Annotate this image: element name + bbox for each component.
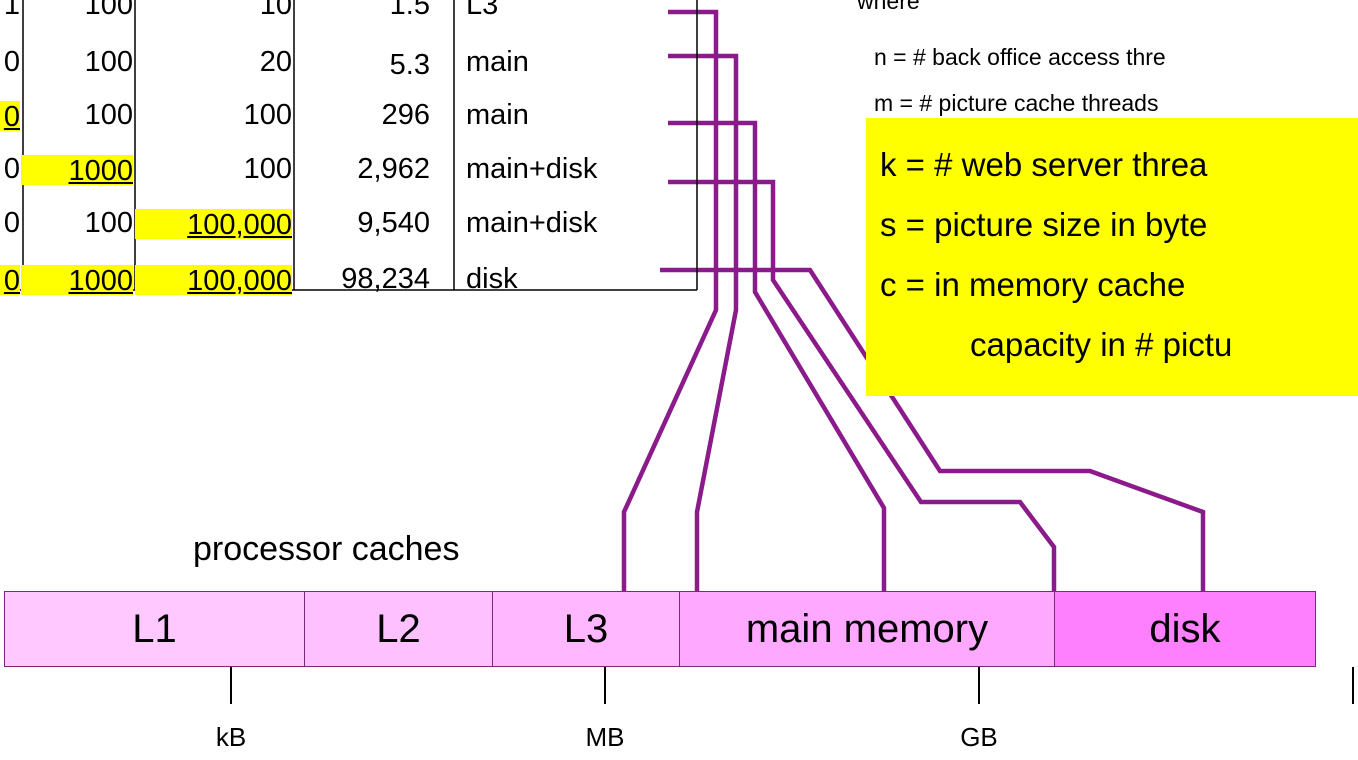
table-cell-c3: 2,962 xyxy=(290,152,430,186)
table-cell-c2: 100 xyxy=(135,98,292,132)
legend-c-definition: c = in memory cache xyxy=(880,266,1186,303)
table-cell-text: 0 xyxy=(3,101,20,133)
table-cell-text: 100,000 xyxy=(187,209,292,241)
segment-l1-label: L1 xyxy=(132,606,177,651)
connector-row3-main xyxy=(668,120,887,591)
table-cell-text: 1000 xyxy=(68,155,133,187)
segment-disk-label: disk xyxy=(1149,606,1221,651)
table-cell-text: 2,962 xyxy=(357,153,430,185)
tick-gb xyxy=(978,667,980,704)
table-cell-level: main xyxy=(466,98,529,132)
table-cell-text: L3 xyxy=(466,0,499,21)
table-cell-text: main xyxy=(466,46,529,78)
segment-l3-label: L3 xyxy=(563,606,609,651)
legend-k-definition: k = # web server threa xyxy=(880,146,1208,183)
legend-where: where xyxy=(857,0,920,14)
table-cell-c3: 5.3 xyxy=(290,48,430,82)
table-cell-c0: 0 xyxy=(0,101,20,133)
segment-l2: L2 xyxy=(304,591,493,667)
segment-main-memory-label: main memory xyxy=(745,606,989,651)
connector-row4-maindisk xyxy=(668,179,1057,591)
table-cell-level: main+disk xyxy=(466,206,597,240)
segment-disk: disk xyxy=(1054,591,1316,667)
table-cell-c2: 100,000 xyxy=(135,265,292,297)
table-cell-c2: 20 xyxy=(135,45,292,79)
segment-l3: L3 xyxy=(492,591,680,667)
unit-mb: MB xyxy=(585,722,625,752)
table-cell-text: 0 xyxy=(3,46,20,78)
table-cell-text: main+disk xyxy=(466,153,598,185)
table-cell-text: 0 xyxy=(3,265,20,297)
table-cell-c3: 9,540 xyxy=(290,206,430,240)
tick-mb xyxy=(604,667,606,704)
segment-main-memory: main memory xyxy=(679,591,1055,667)
table-cell-level: disk xyxy=(466,262,518,296)
table-cell-level: main xyxy=(466,45,529,79)
table-cell-text: 9,540 xyxy=(357,207,430,239)
table-cell-text: 100,000 xyxy=(187,265,292,297)
table-cell-c2: 100,000 xyxy=(135,209,292,241)
table-cell-c1: 1000 xyxy=(21,155,133,187)
table-cell-text: 100 xyxy=(243,153,292,185)
table-cell-text: main xyxy=(466,99,529,131)
table-cell-c1: 100 xyxy=(21,45,133,79)
processor-caches-caption: processor caches xyxy=(193,530,460,568)
table-cell-text: 1000 xyxy=(68,265,133,297)
table-cell-text: 10 xyxy=(259,0,292,21)
segment-l1: L1 xyxy=(4,591,305,667)
table-cell-c1: 1000 xyxy=(21,265,133,297)
legend-highlight-box xyxy=(866,118,1358,396)
table-cell-c3: 98,234 xyxy=(290,262,430,296)
segment-l2-label: L2 xyxy=(376,606,421,651)
table-cell-c1: 100 xyxy=(21,98,133,132)
table-cell-text: 98,234 xyxy=(341,263,430,295)
tick-kb xyxy=(230,667,232,704)
table-cell-c1: 100 xyxy=(21,206,133,240)
unit-gb: GB xyxy=(960,722,998,752)
table-cell-c3: 1.5 xyxy=(290,0,430,22)
table-cell-text: 1.5 xyxy=(389,0,430,21)
table-cell-c1: 100 xyxy=(21,0,133,22)
table-cell-c0: 0 xyxy=(0,206,20,240)
table-cell-c2: 10 xyxy=(135,0,292,22)
tick-end xyxy=(1352,667,1354,704)
table-cell-c0: 0 xyxy=(0,152,20,186)
table-cell-text: main+disk xyxy=(466,207,598,239)
connector-row2-main xyxy=(668,53,739,591)
table-cell-c3: 296 xyxy=(290,98,430,132)
table-cell-text: 100 xyxy=(243,99,292,131)
legend-m-definition: m = # picture cache threads xyxy=(874,90,1159,116)
table-cell-text: 296 xyxy=(381,99,430,131)
table-cell-level: L3 xyxy=(466,0,498,22)
legend-c-definition-cont: capacity in # pictu xyxy=(970,326,1233,363)
table-cell-text: 100 xyxy=(84,207,133,239)
connector-row6-disk xyxy=(660,267,1206,591)
table-cell-c0: 1 xyxy=(0,0,20,22)
table-cell-text: 100 xyxy=(84,99,133,131)
table-cell-text: 0 xyxy=(3,153,20,185)
table-cell-text: 1 xyxy=(3,0,20,21)
legend-s-definition: s = picture size in byte xyxy=(880,206,1208,243)
table-cell-c0: 0 xyxy=(0,265,20,297)
table-cell-text: 0 xyxy=(3,207,20,239)
table-cell-text: 100 xyxy=(84,0,133,21)
table-cell-text: 5.3 xyxy=(389,49,430,81)
table-cell-text: 100 xyxy=(84,46,133,78)
table-cell-c2: 100 xyxy=(135,152,292,186)
table-cell-c0: 0 xyxy=(0,45,20,79)
table-cell-text: disk xyxy=(466,263,518,295)
unit-kb: kB xyxy=(215,722,247,752)
legend-n-definition: n = # back office access thre xyxy=(874,44,1166,70)
table-cell-text: 20 xyxy=(259,46,292,78)
connector-row1-l3 xyxy=(621,9,719,591)
table-cell-level: main+disk xyxy=(466,152,597,186)
